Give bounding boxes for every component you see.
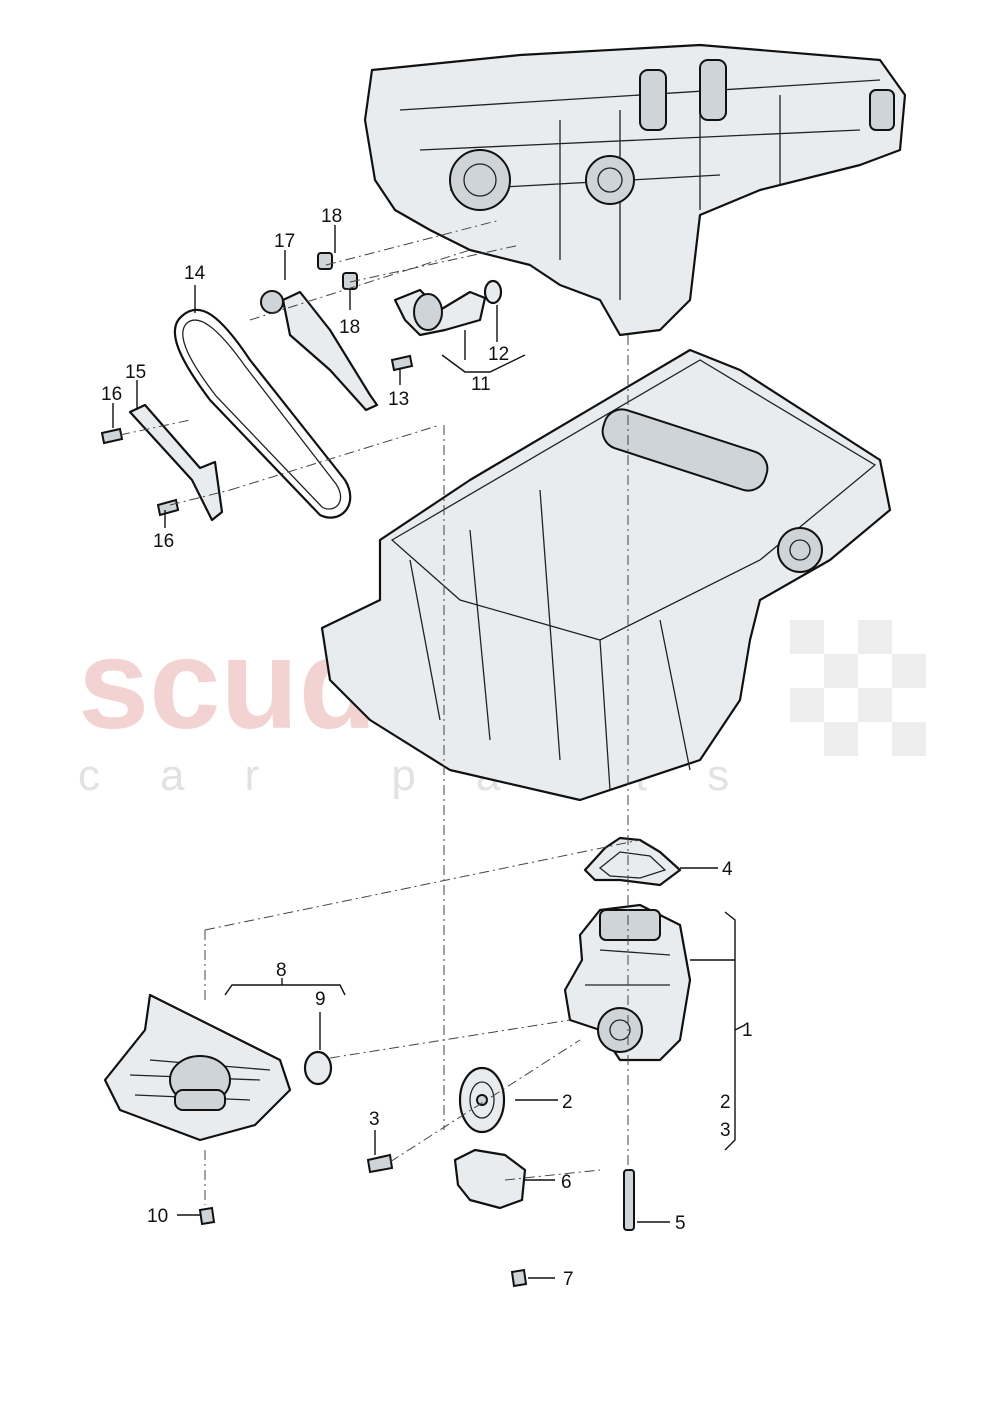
bolt-10 (198, 1206, 216, 1226)
callouts: 1 2 2 3 3 4 5 6 7 8 9 10 11 12 13 14 15 … (101, 206, 753, 1290)
callout-16-upper: 16 (101, 384, 122, 405)
callout-10: 10 (147, 1206, 168, 1227)
bolt-13 (390, 354, 414, 372)
gasket (583, 836, 682, 887)
callout-12: 12 (488, 344, 509, 365)
bolt-16-upper (100, 427, 124, 445)
checkered-flag (790, 620, 926, 756)
sprocket (458, 1066, 506, 1134)
guide-rail (128, 403, 224, 522)
callout-8: 8 (276, 960, 287, 981)
callout-11: 11 (471, 374, 491, 395)
bolt-5 (623, 1169, 635, 1231)
tensioner-rail (260, 290, 379, 412)
callout-18-lower: 18 (339, 317, 360, 338)
pin-18-upper (317, 252, 333, 270)
callout-18-upper: 18 (321, 206, 342, 227)
bolt-3 (366, 1153, 394, 1174)
callout-14: 14 (184, 263, 206, 284)
oil-strainer (103, 993, 292, 1142)
callout-2-sprocket: 2 (562, 1092, 573, 1113)
timing-chain (173, 308, 352, 519)
callout-2-assembly: 2 (720, 1092, 731, 1113)
bolts (100, 252, 635, 1288)
callout-6: 6 (561, 1172, 572, 1193)
control-valve (393, 279, 503, 337)
bolt-7 (510, 1268, 528, 1288)
callout-1: 1 (742, 1020, 753, 1041)
callout-13: 13 (388, 389, 409, 410)
callout-7: 7 (563, 1269, 574, 1290)
callout-3-assembly: 3 (720, 1120, 731, 1141)
o-ring (303, 1050, 333, 1086)
bolt-16-lower (156, 498, 180, 517)
sprocket-cover (453, 1148, 527, 1210)
callout-16-lower: 16 (153, 531, 174, 552)
oil-pan-upper (320, 348, 892, 802)
leader-lines (112, 225, 746, 1279)
callout-15: 15 (125, 362, 146, 383)
callout-17: 17 (274, 231, 295, 252)
callout-4: 4 (722, 859, 733, 880)
callout-9: 9 (315, 989, 326, 1010)
callout-3-bolt: 3 (369, 1109, 380, 1130)
assembly-lines (119, 219, 641, 1205)
callout-5: 5 (675, 1213, 686, 1234)
engine-block (363, 43, 907, 337)
